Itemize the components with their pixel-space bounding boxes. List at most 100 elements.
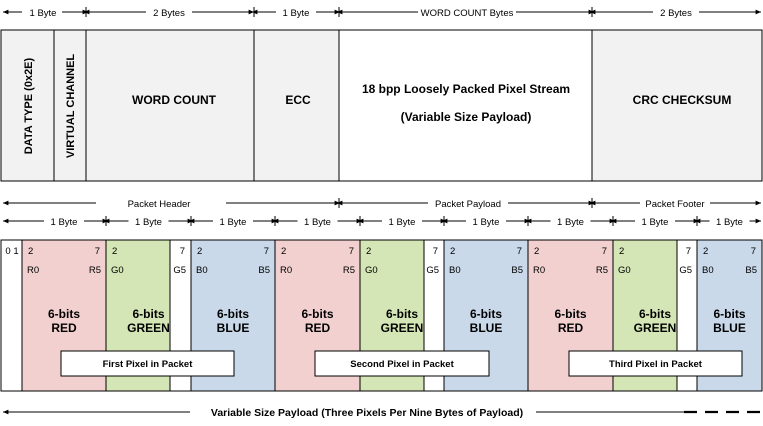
bit-number-low: 7 [517,246,522,257]
pixel-caption-box [568,350,743,377]
bit-number-low: 7 [264,246,269,257]
channel-bits-label: 6-bits [48,307,80,321]
byte-width-label: 1 Byte [473,217,500,228]
pixel-caption: First Pixel in Packet [103,359,194,370]
channel-bits-label: 6-bits [713,307,745,321]
byte-label-bg [709,215,750,227]
channel-bit-high: R5 [343,265,355,276]
bit-number-high: 2 [703,246,708,257]
bit-gap-cell [0,239,23,392]
data-type-label: DATA TYPE (0x2E) [23,57,35,154]
channel-bit-low: R0 [280,265,292,276]
byte-label-bg [128,215,169,227]
pixel-caption-box [60,350,235,377]
channel-bit-high: B5 [258,265,270,276]
bit-number-low: 7 [180,246,185,257]
bit-number-low: 7 [349,246,354,257]
bit-number-low: 7 [433,246,438,257]
width-label-crc: 2 Bytes [660,8,692,19]
bit-start-label: 0 1 [5,246,18,257]
channel-color-label: RED [558,321,584,335]
channel-color-label: GREEN [634,321,677,335]
channel-bit-low: B0 [449,265,461,276]
pixel-captions: First Pixel in Packet Second Pixel in Pac… [60,350,743,377]
byte-width-label: 1 Byte [220,217,247,228]
pixel-caption: Third Pixel in Packet [609,359,703,370]
channel-bit-high: G5 [426,265,439,276]
channel-bits-label: 6-bits [132,307,164,321]
byte-width-label: 1 Byte [389,217,416,228]
payload-label-line1: 18 bpp Loosely Packed Pixel Stream [362,82,570,96]
bottom-caption-row: Variable Size Payload (Three Pixels Per … [2,405,762,419]
channel-color-label: RED [51,321,77,335]
channel-bit-low: G0 [618,265,631,276]
channel-color-label: BLUE [217,321,250,335]
packet-fields: DATA TYPE (0x2E) VIRTUAL CHANNEL WORD CO… [0,29,763,182]
channel-bit-low: G0 [111,265,124,276]
width-label-ecc: 1 Byte [283,8,310,19]
channel-color-label: BLUE [713,321,746,335]
channel-bit-high: R5 [89,265,101,276]
word-count-label: WORD COUNT [132,93,217,107]
crc-field [591,29,763,182]
bit-number-low: 7 [751,246,756,257]
bit-number-low: 7 [686,246,691,257]
width-label-payload: WORD COUNT Bytes [421,8,514,19]
pixel-caption: Second Pixel in Packet [350,359,454,370]
packet-header-label: Packet Header [128,199,191,210]
payload-label-line2: (Variable Size Payload) [401,110,532,124]
width-label-data-type-vc: 1 Byte [30,8,57,19]
section-row: Packet Header Packet Payload Packet Foot… [2,197,761,210]
bottom-caption: Variable Size Payload (Three Pixels Per … [211,407,523,419]
data-type-field [0,29,55,182]
channel-bit-low: B0 [702,265,714,276]
byte-label-bg [213,215,253,227]
bit-number-low: 7 [95,246,100,257]
channel-bits-label: 6-bits [301,307,333,321]
byte-label-bg [297,215,338,227]
channel-bit-low: R0 [27,265,39,276]
channel-bits-label: 6-bits [217,307,249,321]
channel-bits-label: 6-bits [386,307,418,321]
channel-bit-high: B5 [511,265,523,276]
byte-width-label: 1 Byte [51,217,78,228]
byte-width-row: 1 Byte 1 Byte 1 Byte 1 Byte 1 Byte 1 Byte 1 By… [2,215,761,228]
width-label-word-count: 2 Bytes [153,8,185,19]
channel-bit-high: G5 [173,265,186,276]
channel-color-label: RED [305,321,331,335]
channel-bit-low: G0 [365,265,378,276]
byte-label-bg [635,215,675,227]
byte-width-label: 1 Byte [642,217,669,228]
byte-width-label: 1 Byte [716,217,743,228]
bit-number-high: 2 [112,246,117,257]
channel-color-label: GREEN [381,321,424,335]
word-count-field [85,29,255,182]
channel-bit-high: G5 [679,265,692,276]
byte-label-bg [550,215,591,227]
bit-number-high: 2 [619,246,624,257]
bit-number-high: 2 [197,246,202,257]
channel-bits-label: 6-bits [470,307,502,321]
packet-payload-label: Packet Payload [435,199,501,210]
channel-color-label: GREEN [127,321,170,335]
crc-label: CRC CHECKSUM [633,93,732,107]
channel-bit-high: B5 [745,265,757,276]
bit-number-low: 7 [602,246,607,257]
byte-width-label: 1 Byte [557,217,584,228]
bit-number-high: 2 [281,246,286,257]
ecc-label: ECC [285,93,311,107]
byte-width-label: 1 Byte [304,217,331,228]
virtual-channel-field [53,29,87,182]
virtual-channel-label: VIRTUAL CHANNEL [65,54,77,159]
top-width-row: 1 Byte 2 Bytes 1 Byte WORD COUNT Bytes 2… [2,6,761,19]
payload-field [338,29,593,182]
byte-width-label: 1 Byte [135,217,162,228]
channel-bit-low: B0 [196,265,208,276]
ecc-field [253,29,340,182]
pixel-caption-box [314,350,490,377]
bit-number-high: 2 [366,246,371,257]
byte-label-bg [382,215,422,227]
channel-bits-label: 6-bits [639,307,671,321]
